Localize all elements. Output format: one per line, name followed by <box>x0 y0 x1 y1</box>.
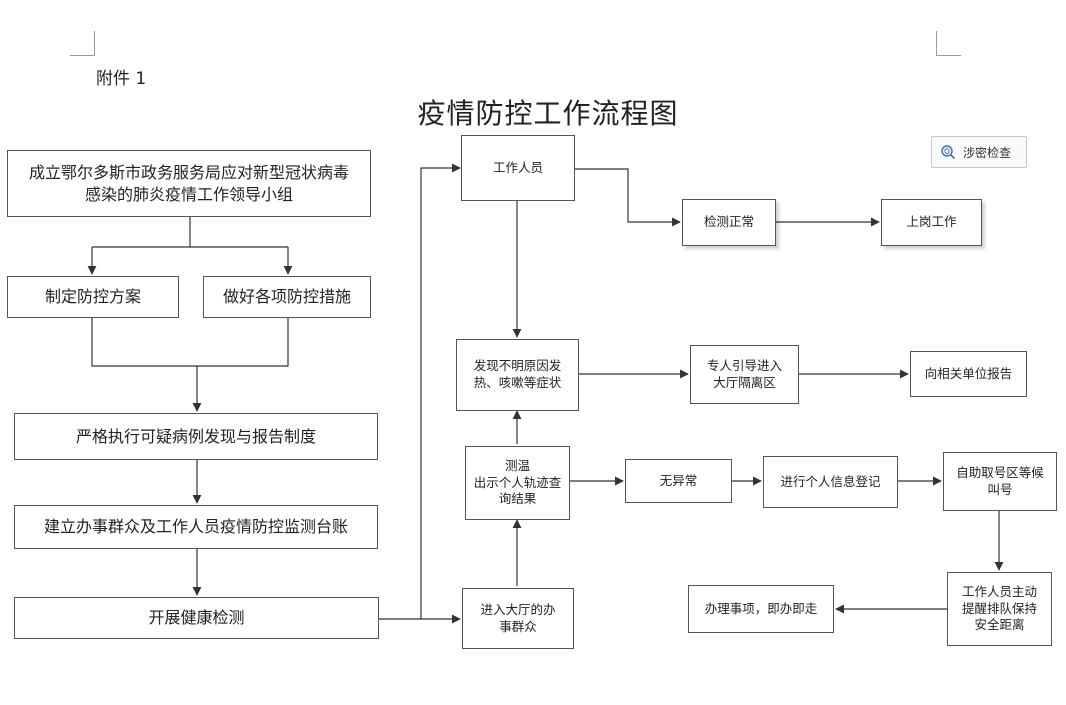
node-ledger: 建立办事群众及工作人员疫情防控监测台账 <box>14 505 378 549</box>
connector-group-to-plans <box>92 217 288 248</box>
node-on-duty: 上岗工作 <box>881 199 982 246</box>
node-measures: 做好各项防控措施 <box>203 276 371 318</box>
attachment-label: 附件 1 <box>96 69 147 89</box>
node-health-check: 开展健康检测 <box>14 597 379 639</box>
node-leading-group: 成立鄂尔多斯市政务服务局应对新型冠状病毒感染的肺炎疫情工作领导小组 <box>7 150 371 217</box>
node-report-system: 严格执行可疑病例发现与报告制度 <box>14 413 378 460</box>
node-handle-matters: 办理事项，即办即走 <box>688 585 834 633</box>
node-queue-number: 自助取号区等候叫号 <box>943 452 1057 511</box>
node-report-unit: 向相关单位报告 <box>910 351 1027 397</box>
connector-plans-join <box>91 318 289 367</box>
crop-mark-top-right <box>936 31 961 56</box>
crop-mark-top-left <box>70 31 95 56</box>
node-symptoms: 发现不明原因发热、咳嗽等症状 <box>456 339 579 411</box>
arrow-to-staff <box>379 163 461 620</box>
node-keep-distance: 工作人员主动提醒排队保持安全距离 <box>947 572 1052 646</box>
node-no-abnormal: 无异常 <box>625 459 732 503</box>
node-plan: 制定防控方案 <box>7 276 179 318</box>
arrow-staff-to-normal <box>575 168 681 227</box>
node-register: 进行个人信息登记 <box>763 456 898 508</box>
confidential-check-button[interactable]: 涉密检查 <box>931 136 1027 168</box>
node-staff: 工作人员 <box>461 135 575 201</box>
node-check-normal: 检测正常 <box>682 199 776 246</box>
node-isolation: 专人引导进入大厅隔离区 <box>690 345 799 404</box>
page-title: 疫情防控工作流程图 <box>417 97 679 130</box>
node-public-enter: 进入大厅的办事群众 <box>462 588 574 649</box>
node-temperature: 测温 出示个人轨迹查询结果 <box>465 446 570 520</box>
search-shield-icon <box>941 145 956 160</box>
confidential-check-label: 涉密检查 <box>963 145 1012 160</box>
